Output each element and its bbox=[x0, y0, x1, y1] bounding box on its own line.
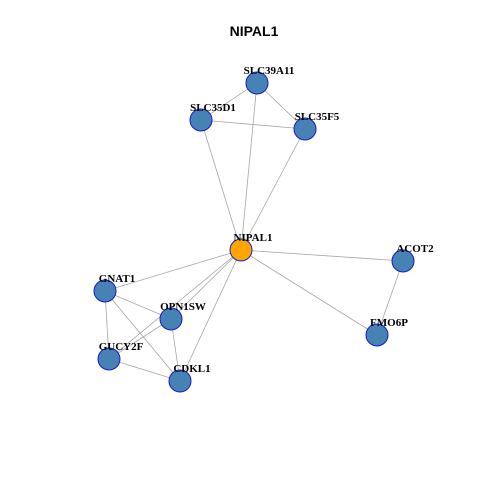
node-slc35d1: SLC35D1 bbox=[189, 102, 236, 132]
node-label-slc35d1: SLC35D1 bbox=[190, 102, 236, 114]
edge-slc35f5-nipal1 bbox=[240, 128, 306, 251]
node-circle-gucy2f bbox=[97, 347, 121, 371]
node-slc39a11: SLC39A11 bbox=[244, 65, 295, 95]
node-opn1sw: OPN1SW bbox=[159, 301, 206, 331]
edge-slc35d1-nipal1 bbox=[200, 119, 242, 251]
node-circle-nipal1 bbox=[229, 238, 253, 262]
edge-nipal1-fmo6p bbox=[240, 249, 378, 336]
edge-gnat1-cdkl1 bbox=[104, 290, 181, 382]
edge-nipal1-acot2 bbox=[240, 249, 404, 262]
edge-nipal1-opn1sw bbox=[170, 249, 242, 320]
node-circle-slc39a11 bbox=[245, 71, 269, 95]
node-label-gnat1: GNAT1 bbox=[99, 273, 135, 285]
node-circle-slc35d1 bbox=[189, 108, 213, 132]
node-circle-slc35f5 bbox=[293, 117, 317, 141]
edge-gnat1-opn1sw bbox=[104, 290, 172, 320]
node-cdkl1: CDKL1 bbox=[168, 363, 211, 393]
node-slc35f5: SLC35F5 bbox=[293, 111, 340, 141]
node-circle-acot2 bbox=[391, 249, 415, 273]
edge-nipal1-gnat1 bbox=[104, 249, 242, 292]
node-circle-fmo6p bbox=[365, 323, 389, 347]
node-label-opn1sw: OPN1SW bbox=[160, 301, 206, 313]
node-label-slc39a11: SLC39A11 bbox=[244, 65, 295, 77]
node-label-acot2: ACOT2 bbox=[396, 243, 434, 255]
node-gnat1: GNAT1 bbox=[93, 273, 135, 303]
node-label-fmo6p: FMO6P bbox=[370, 317, 408, 329]
node-circle-cdkl1 bbox=[168, 369, 192, 393]
edge-opn1sw-gucy2f bbox=[108, 318, 172, 360]
node-nipal1: NIPAL1 bbox=[229, 232, 273, 262]
node-label-nipal1: NIPAL1 bbox=[234, 232, 273, 244]
edge-slc39a11-nipal1 bbox=[240, 82, 258, 251]
node-label-cdkl1: CDKL1 bbox=[173, 363, 210, 375]
node-label-slc35f5: SLC35F5 bbox=[295, 111, 340, 123]
edge-nipal1-gucy2f bbox=[108, 249, 242, 360]
edge-nipal1-cdkl1 bbox=[179, 249, 242, 382]
edge-gucy2f-cdkl1 bbox=[108, 358, 181, 382]
node-label-gucy2f: GUCY2F bbox=[99, 341, 144, 353]
node-gucy2f: GUCY2F bbox=[97, 341, 144, 371]
node-acot2: ACOT2 bbox=[391, 243, 434, 273]
node-circle-gnat1 bbox=[93, 279, 117, 303]
edges-layer bbox=[104, 82, 404, 382]
edge-acot2-fmo6p bbox=[376, 260, 404, 336]
node-circle-opn1sw bbox=[159, 307, 183, 331]
edge-slc35d1-slc35f5 bbox=[200, 119, 306, 130]
diagram-title: NIPAL1 bbox=[230, 23, 279, 39]
node-fmo6p: FMO6P bbox=[365, 317, 408, 347]
